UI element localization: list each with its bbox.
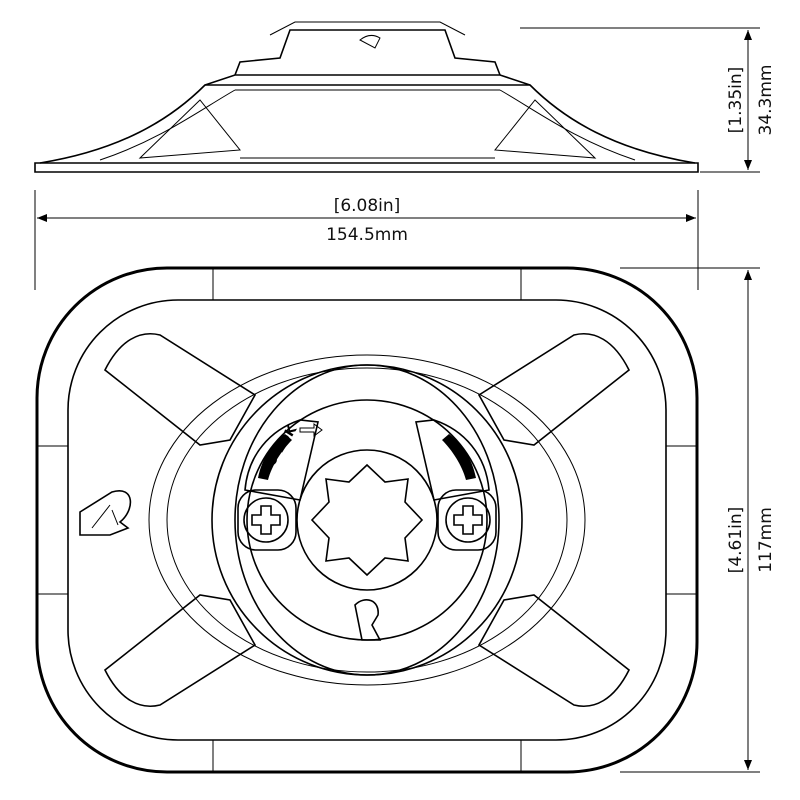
depth-mm-label: 117mm: [756, 507, 776, 573]
arm-bottom-right: [477, 594, 631, 707]
width-mm-label: 154.5mm: [326, 225, 408, 245]
depth-dimension: [620, 267, 760, 773]
arm-bottom-left: [103, 594, 257, 707]
depth-in-label: [4.61in]: [726, 507, 746, 574]
screw-left-icon: [237, 489, 297, 551]
star-socket: [310, 463, 424, 577]
height-mm-label: 34.3mm: [756, 65, 776, 136]
screw-right-icon: [437, 489, 497, 551]
arm-top-left: [103, 333, 257, 446]
width-dimension: [34, 190, 699, 290]
brand-logo-left-icon: [79, 489, 132, 536]
u-lok-label: U-LOK: [264, 422, 301, 469]
top-view: [35, 266, 699, 774]
width-in-label: [6.08in]: [334, 196, 401, 216]
brand-logo-center-icon: [354, 599, 382, 641]
arm-top-right: [477, 333, 631, 446]
side-view: [34, 21, 699, 173]
height-dimension: [520, 27, 760, 173]
height-in-label: [1.35in]: [726, 67, 746, 134]
